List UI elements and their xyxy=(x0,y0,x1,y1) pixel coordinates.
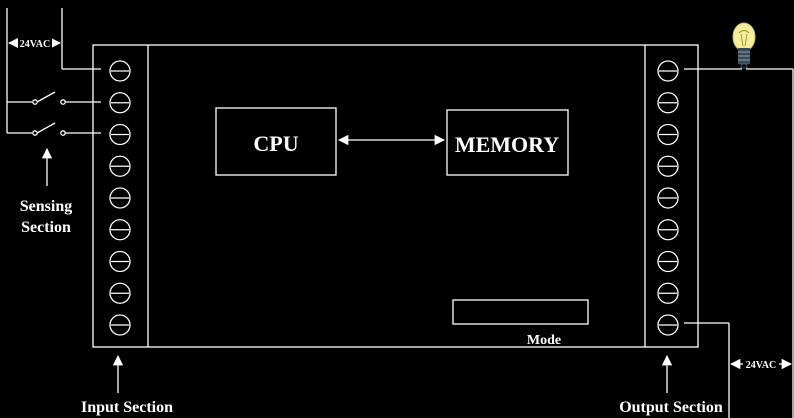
output-screw-terminal-icon xyxy=(657,92,679,114)
output-screw-terminal-icon xyxy=(657,282,679,304)
switch-icon xyxy=(36,91,56,103)
input-voltage-label: 24VAC xyxy=(20,39,50,50)
mode-label: Mode xyxy=(527,333,561,348)
memory-block: MEMORY xyxy=(446,109,569,176)
cpu-block: CPU xyxy=(215,107,337,176)
output-section-label: Output Section xyxy=(619,399,723,416)
light-bulb-icon xyxy=(732,22,756,69)
output-screw-terminal-icon xyxy=(657,219,679,241)
plc-enclosure xyxy=(92,44,699,348)
switch-contact xyxy=(32,130,38,136)
input-screw-terminal-icon xyxy=(109,250,131,273)
input-screw-terminal-icon xyxy=(109,92,131,114)
sensing-section-label-line2: Section xyxy=(21,219,71,236)
input-screw-terminal-icon xyxy=(109,219,131,241)
output-wiring xyxy=(684,68,794,418)
output-terminal-strip xyxy=(657,60,679,336)
switch-contact xyxy=(60,130,66,136)
sensing-section-label-line1: Sensing xyxy=(20,198,72,215)
input-wiring xyxy=(6,8,101,136)
output-screw-terminal-icon xyxy=(657,155,679,177)
switch-contact xyxy=(60,99,66,105)
input-screw-terminal-icon xyxy=(109,282,131,304)
output-screw-terminal-icon xyxy=(657,60,679,82)
output-screw-terminal-icon xyxy=(657,250,679,273)
input-screw-terminal-icon xyxy=(109,155,131,177)
mode-display xyxy=(452,299,589,325)
output-screw-terminal-icon xyxy=(657,187,679,209)
cpu-label: CPU xyxy=(253,131,298,156)
output-screw-terminal-icon xyxy=(657,314,679,336)
input-terminal-strip xyxy=(109,60,131,336)
memory-label: MEMORY xyxy=(455,132,559,157)
switch-contact xyxy=(32,99,38,105)
input-section-label: Input Section xyxy=(81,399,173,416)
output-voltage-label: 24VAC xyxy=(746,360,776,371)
input-screw-terminal-icon xyxy=(109,60,131,82)
input-screw-terminal-icon xyxy=(109,123,131,146)
input-screw-terminal-icon xyxy=(109,187,131,209)
switch-icon xyxy=(36,122,56,134)
output-screw-terminal-icon xyxy=(657,123,679,146)
input-screw-terminal-icon xyxy=(109,314,131,336)
